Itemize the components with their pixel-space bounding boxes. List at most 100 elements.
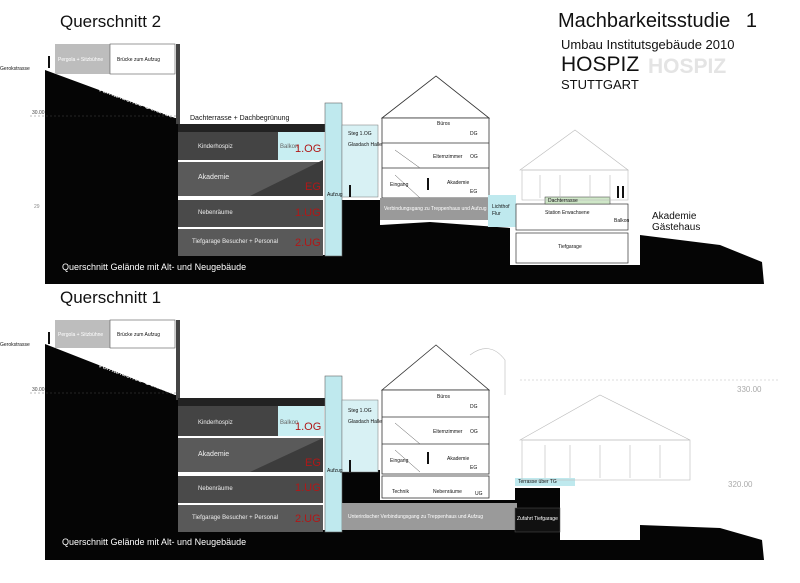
- section-1-terrace-tg: [515, 478, 575, 486]
- section-1-technik-label: Technik: [392, 489, 409, 495]
- section-2-caption: Querschnitt Gelände mit Alt- und Neugebä…: [62, 262, 247, 272]
- section-2-roof-terrace-label: Dachterrasse + Dachbegrünung: [190, 115, 290, 122]
- section-1-og-label: OG: [470, 429, 478, 435]
- section-1-caption: Querschnitt Gelände mit Alt- und Neugebä…: [62, 537, 247, 547]
- section-2-hall: [341, 124, 379, 198]
- section-2-drawing: [30, 43, 764, 284]
- section-2-elevator-shaft: [324, 102, 343, 257]
- section-1-level-1og: 1.OG: [295, 421, 322, 433]
- section-2-elevation: 30.00: [32, 110, 45, 116]
- section-1-terrasse-tg-label: Terrasse über TG: [518, 479, 557, 485]
- section-2-nebenraeume: [178, 200, 323, 227]
- section-1-corridor: [342, 503, 517, 530]
- section-2-glasdach-label: Glasdach Halle: [348, 142, 382, 148]
- section-1-bueros-label: Büros: [437, 394, 451, 400]
- section-2-aufzug-label: Aufzug: [327, 192, 343, 198]
- study-subtitle: Umbau Institutsgebäude 2010: [561, 37, 735, 52]
- section-1-hall: [341, 399, 379, 473]
- study-title: Machbarkeitsstudie 1: [558, 10, 757, 33]
- section-1-roof-slab: [178, 398, 328, 406]
- section-2-pergola-label: Pergola + Sitzbühne: [58, 57, 104, 63]
- section-1-aufzug-label: Aufzug: [327, 468, 343, 474]
- section-1-level-2ug: 2.UG: [295, 513, 321, 525]
- section-1-balkon-label: Balkon: [280, 420, 299, 426]
- section-2-eltern-label: Elternzimmer: [433, 154, 463, 160]
- section-2-ground: [45, 70, 764, 284]
- section-2-station: [515, 203, 629, 231]
- section-1-akademie-old-label: Akademie: [447, 456, 470, 462]
- section-1-glass-og: [278, 406, 324, 436]
- section-1-kinderhospiz-label: Kinderhospiz: [198, 420, 233, 426]
- section-1-nebenraeume: [178, 476, 323, 503]
- section-2-column: [176, 44, 180, 124]
- section-1-zufahrt: [514, 507, 561, 533]
- section-2-ramp-shade: [250, 160, 323, 196]
- section-1-basement-old: [381, 475, 490, 499]
- section-2-eg-label: EG: [470, 189, 478, 195]
- section-2-level-1og: 1.OG: [295, 143, 322, 155]
- section-2-level-eg: EG: [305, 181, 321, 193]
- section-1-glasdach-label: Glasdach Halle: [348, 419, 382, 425]
- section-1-steg-label: Steg 1.OG: [348, 408, 372, 414]
- study-number: 1: [745, 10, 757, 32]
- section-2-lichthof-label: Lichthof: [492, 204, 510, 210]
- section-2-kinderhospiz: [178, 132, 278, 160]
- section-2-eingang-label: Eingang: [390, 182, 409, 188]
- section-1-elevator-shaft: [324, 375, 343, 533]
- section-2-akademie-gh-2: Gästehaus: [652, 222, 701, 233]
- section-2-dg-label: DG: [470, 131, 478, 137]
- section-2-elevation-low: 29: [34, 204, 40, 210]
- section-2-nebenraeume-label: Nebenräume: [198, 210, 233, 216]
- section-1-tiefgarage: [178, 505, 323, 532]
- section-1-drawing: [30, 319, 780, 560]
- section-1-bridge: [109, 319, 176, 349]
- section-2-roof-slab: [178, 124, 328, 132]
- section-2-lichthof: [488, 195, 516, 227]
- section-1-kinderhospiz: [178, 406, 278, 436]
- section-2-balkon-right-label: Balkon: [614, 218, 630, 224]
- section-2-akademie-label: Akademie: [198, 174, 230, 181]
- section-2-flur-label: Flur: [492, 211, 501, 217]
- section-2-roof-terrace-right: [544, 196, 611, 205]
- section-1-title: Querschnitt 1: [60, 288, 162, 307]
- section-2-corridor: [380, 198, 488, 220]
- section-1-ug-label: UG: [475, 491, 483, 497]
- section-2-tiefgarage: [178, 229, 323, 256]
- section-1-elevation-right: 330.00: [737, 385, 762, 394]
- section-2-akademie-old-label: Akademie: [447, 180, 470, 186]
- section-2-balkon-label: Balkon: [280, 144, 299, 150]
- section-1-level-eg: EG: [305, 457, 321, 469]
- section-1-ghost-facade: [469, 348, 780, 481]
- section-2-pergola: [55, 44, 110, 74]
- section-1-zufahrt-label: Zufahrt Tiefgarage: [517, 516, 558, 522]
- section-1-street-label: Gerokstrasse: [0, 342, 30, 348]
- section-1-eg-label: EG: [470, 465, 478, 471]
- section-2-og-label: OG: [470, 154, 478, 160]
- section-1-old-house-roof: [380, 344, 491, 391]
- section-1-tiefgarage-label: Tiefgarage Besucher + Personal: [192, 515, 278, 521]
- section-1-akademie-label: Akademie: [198, 451, 230, 458]
- section-2-steg-label: Steg 1.OG: [348, 131, 372, 137]
- section-1-elevation: 30.00: [32, 387, 45, 393]
- section-1-bridge-label: Brücke zum Aufzug: [117, 332, 161, 338]
- section-2-garage-right: [515, 232, 629, 264]
- section-2-dachterrasse-label: Dachterrasse: [548, 198, 578, 204]
- section-2-glass-og: [278, 132, 324, 160]
- section-2-street-label: Gerokstrasse: [0, 66, 30, 72]
- section-2-title: Querschnitt 2: [60, 12, 162, 31]
- section-1-level-1ug: 1.UG: [295, 482, 321, 494]
- section-1-old-house: [381, 389, 490, 475]
- project-city: STUTTGART: [561, 77, 639, 92]
- section-1-column: [176, 320, 180, 400]
- section-1-nebenraeume-label: Nebenräume: [198, 486, 233, 492]
- section-2-tiefgarage-label: Tiefgarage Besucher + Personal: [192, 239, 278, 245]
- section-2-tiefgarage-right-label: Tiefgarage: [558, 244, 582, 250]
- section-2-station-label: Station Erwachsene: [545, 210, 590, 216]
- section-1-ramp-shade: [250, 438, 323, 472]
- section-1-nebenraeume-old-label: Nebenräume: [433, 489, 462, 495]
- section-2-level-1ug: 1.UG: [295, 207, 321, 219]
- section-1-dg-label: DG: [470, 404, 478, 410]
- section-2-level-2ug: 2.UG: [295, 237, 321, 249]
- section-2-kinderhospiz-label: Kinderhospiz: [198, 144, 233, 150]
